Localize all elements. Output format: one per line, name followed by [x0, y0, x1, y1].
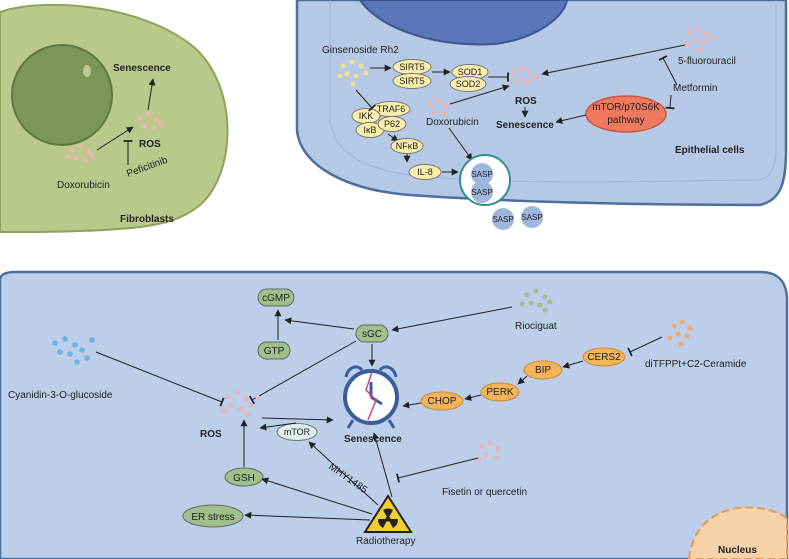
mtor-pathway-line2: pathway — [607, 115, 644, 126]
bip-label: BIP — [535, 365, 551, 376]
sasp-label-3: SASP — [492, 215, 513, 224]
sasp-bubble-2 — [471, 181, 493, 203]
p62-node — [377, 116, 407, 132]
epi-doxorubicin-label: Doxorubicin — [426, 117, 479, 128]
riociguat-dots — [519, 288, 553, 313]
fluorouracil-label: 5-fluorouracil — [678, 56, 736, 67]
fibroblast-nucleus — [11, 44, 113, 146]
sasp-label-1: SASP — [471, 170, 492, 179]
er-stress-label: ER stress — [191, 512, 234, 523]
traf6-label: TRAF6 — [377, 104, 406, 114]
fisetin-dots — [476, 440, 501, 462]
sod2-label: SOD2 — [456, 79, 481, 89]
ceramide-label: diTFPPt+C2-Ceramide — [645, 359, 747, 370]
cers2-node — [582, 347, 626, 367]
gtp-node — [257, 341, 291, 360]
riociguat-label: Riociguat — [515, 321, 557, 332]
ikb-label: IκB — [363, 125, 376, 135]
ikk-label: IKK — [359, 111, 374, 121]
er-stress-node — [182, 504, 244, 528]
ceramide-dots — [667, 319, 693, 347]
fibro-senescence-label: Senescence — [113, 63, 171, 74]
perk-label: PERK — [486, 387, 514, 398]
sasp-bubble-1 — [471, 163, 493, 185]
epi-ros-label: ROS — [515, 96, 537, 107]
sirt5-node-b — [392, 73, 432, 89]
sasp-label-4: SASP — [521, 213, 542, 222]
mtor-pathway-node — [585, 95, 667, 133]
epithelial-nucleus — [358, 0, 569, 46]
tissue-panel: Nucleus cGMP GTP sGC Riociguat diTFPPt+C… — [0, 270, 789, 559]
fisetin-label: Fisetin or quercetin — [442, 487, 527, 498]
epithelial-cell: Ginsenoside Rh2 SIRT5 SIRT5 SOD1 SOD2 RO… — [295, 0, 788, 230]
sod2-node — [449, 76, 487, 92]
tissue-mtor-label: mTOR — [284, 427, 311, 437]
bip-node — [523, 360, 563, 380]
gtp-label: GTP — [264, 346, 285, 357]
sgc-label: sGC — [362, 329, 382, 340]
gsh-label: GSH — [233, 473, 255, 484]
epi-ros-dots — [511, 65, 539, 85]
sasp-label-2: SASP — [471, 188, 492, 197]
sirt5-a-label: SIRT5 — [399, 62, 424, 72]
tissue-ros-dots — [221, 390, 261, 417]
perk-node — [480, 382, 520, 402]
fibro-ros-label: ROS — [139, 139, 161, 150]
ginsenoside-dots — [337, 59, 369, 87]
fluorouracil-dots — [684, 25, 715, 53]
p62-label: P62 — [384, 119, 400, 129]
fibroblasts-title: Fibroblasts — [120, 214, 174, 225]
tissue-mtor-node — [276, 423, 318, 441]
epi-senescence-label: Senescence — [496, 120, 554, 131]
ros-dots — [137, 111, 164, 131]
il8-node — [408, 164, 442, 180]
fibro-doxorubicin-label: Doxorubicin — [57, 180, 110, 191]
tissue-ros-label: ROS — [200, 429, 222, 440]
ginsenoside-label: Ginsenoside Rh2 — [322, 45, 399, 56]
il8-label: IL-8 — [417, 167, 433, 177]
sasp-bubble-3 — [492, 208, 514, 230]
cgmp-label: cGMP — [262, 293, 290, 304]
chop-node — [420, 391, 464, 411]
mtor-pathway-line1: mTOR/p70S6K — [592, 102, 660, 113]
nfkb-label: NFκB — [396, 141, 419, 151]
bottom-nucleus — [687, 506, 788, 559]
sgc-node — [355, 324, 389, 343]
radiation-hazard-icon — [363, 494, 413, 533]
clock-icon — [343, 365, 399, 429]
epithelial-title: Epithelial cells — [675, 145, 745, 156]
chop-label: CHOP — [428, 396, 457, 407]
tissue-senescence-label: Senescence — [344, 434, 402, 445]
nucleus-label: Nucleus — [718, 545, 757, 556]
radiotherapy-label: Radiotherapy — [356, 536, 415, 547]
doxorubicin-dots — [65, 143, 95, 163]
cers2-label: CERS2 — [587, 352, 621, 363]
epi-doxorubicin-dots — [427, 97, 449, 117]
sasp-bubble-4 — [521, 206, 543, 228]
sirt5-b-label: SIRT5 — [399, 76, 424, 86]
sod1-label: SOD1 — [458, 67, 483, 77]
gsh-node — [224, 467, 264, 487]
nfkb-node — [390, 138, 424, 154]
fibroblast-cell: Senescence ROS Doxorubicin Peficitinib F… — [0, 3, 229, 233]
cyanidin-dots — [52, 336, 95, 365]
metformin-label: Metformin — [673, 83, 717, 94]
cgmp-node — [257, 288, 295, 307]
cyanidin-label: Cyanidin-3-O-glucoside — [8, 390, 113, 401]
